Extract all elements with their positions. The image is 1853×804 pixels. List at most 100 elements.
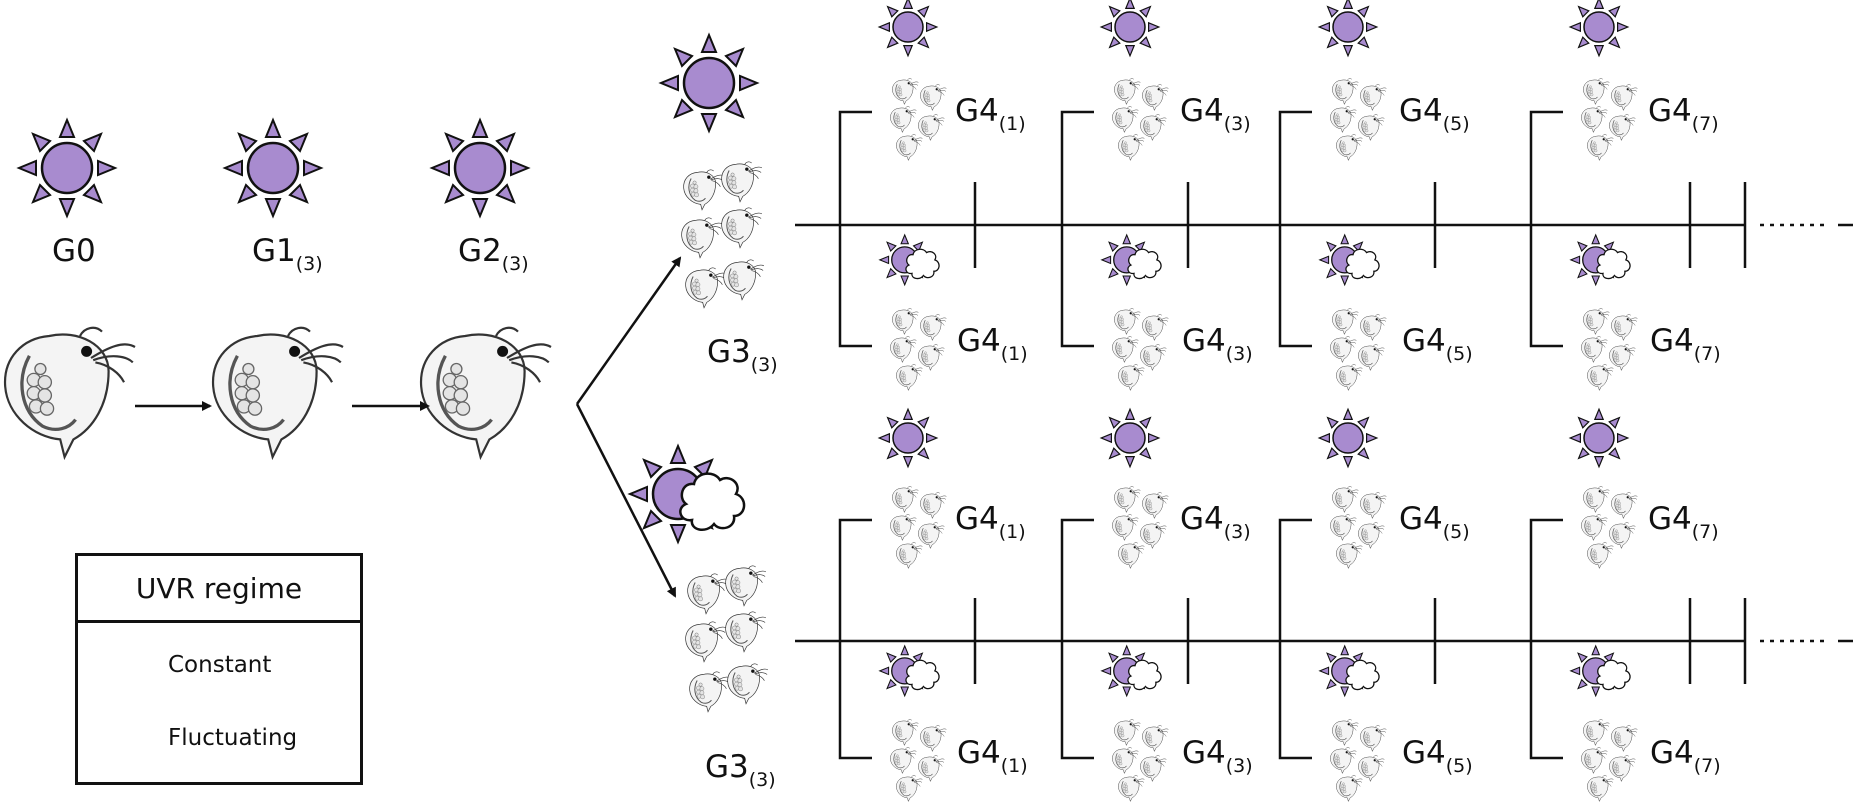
sun-icon	[878, 0, 938, 57]
daphnia-cluster-icon	[1112, 487, 1168, 569]
generation-sub: (7)	[1693, 343, 1721, 365]
generation-main: G4	[1399, 501, 1443, 537]
daphnia-cluster-icon	[890, 720, 946, 802]
g4-label: G4(5)	[1402, 738, 1473, 776]
sun-icon	[430, 118, 530, 218]
g4-label: G4(1)	[955, 96, 1026, 134]
generation-main: G4	[1402, 735, 1446, 771]
generation-main: G4	[1180, 501, 1224, 537]
generation-sub: (1)	[998, 113, 1026, 135]
legend: UVR regime Constant Fluctuating	[75, 553, 363, 785]
timeline-fluctuating	[795, 518, 1853, 760]
generation-sub: (3)	[1225, 755, 1253, 777]
generation-sub: (3)	[501, 253, 529, 275]
generation-main: G4	[1648, 93, 1692, 129]
g4-label: G4(3)	[1180, 504, 1251, 542]
sun-icon	[1100, 408, 1160, 468]
legend-constant-label: Constant	[168, 652, 272, 678]
daphnia-icon	[419, 326, 553, 459]
daphnia-cluster-icon	[1581, 720, 1637, 802]
generation-sub: (3)	[1223, 521, 1251, 543]
daphnia-cluster-icon	[890, 487, 946, 569]
g4-label: G4(7)	[1650, 738, 1721, 776]
g4-label: G4(7)	[1648, 504, 1719, 542]
generation-sub: (7)	[1691, 521, 1719, 543]
sun-behind-cloud-icon	[1320, 646, 1379, 696]
daphnia-cluster-icon	[1112, 720, 1168, 802]
generation-sub: (1)	[998, 521, 1026, 543]
generation-main: G4	[955, 501, 999, 537]
legend-fluctuating-label: Fluctuating	[168, 725, 298, 751]
daphnia-icon	[211, 326, 345, 459]
sun-icon	[223, 118, 323, 218]
daphnia-cluster-icon	[1330, 309, 1386, 391]
generation-main: G4	[1402, 323, 1446, 359]
generation-main: G1	[252, 233, 296, 269]
generation-main: G4	[1650, 735, 1694, 771]
generation-sub: (5)	[1442, 521, 1470, 543]
daphnia-cluster-icon	[1581, 309, 1637, 391]
daphnia-cluster-icon	[1330, 487, 1386, 569]
sun-behind-cloud-icon	[1102, 235, 1161, 285]
generation-main: G4	[1399, 93, 1443, 129]
sun-behind-cloud-icon	[630, 446, 744, 542]
generation-main: G3	[707, 334, 751, 370]
daphnia-cluster-icon	[890, 79, 946, 161]
sun-icon	[1318, 408, 1378, 468]
sun-icon	[17, 118, 117, 218]
generation-label-g3-constant: G3(3)	[707, 337, 778, 375]
sun-behind-cloud-icon	[1102, 646, 1161, 696]
arrow-to-constant-g3	[575, 256, 682, 405]
daphnia-cluster-icon	[686, 566, 768, 712]
sun-behind-cloud-icon	[1320, 235, 1379, 285]
generation-main: G0	[52, 233, 96, 269]
sun-icon	[1569, 408, 1629, 468]
legend-title: UVR regime	[78, 556, 360, 623]
daphnia-cluster-icon	[1581, 79, 1637, 161]
daphnia-cluster-icon	[1330, 79, 1386, 161]
daphnia-cluster-icon	[1112, 79, 1168, 161]
g4-label: G4(7)	[1648, 96, 1719, 134]
daphnia-cluster-icon	[1330, 720, 1386, 802]
generation-sub: (3)	[1225, 343, 1253, 365]
generation-sub: (3)	[295, 253, 323, 275]
sun-behind-cloud-icon	[1571, 235, 1630, 285]
sun-icon	[659, 33, 759, 133]
generation-main: G4	[1180, 93, 1224, 129]
generation-main: G4	[1650, 323, 1694, 359]
generation-sub: (3)	[1223, 113, 1251, 135]
sun-behind-cloud-icon	[880, 235, 939, 285]
daphnia-icon	[3, 326, 137, 459]
generation-main: G4	[1182, 735, 1226, 771]
daphnia-cluster-icon	[890, 309, 946, 391]
generation-sub: (7)	[1691, 113, 1719, 135]
timeline-constant	[795, 110, 1853, 348]
generation-label-g1: G1(3)	[252, 236, 323, 274]
generation-main: G4	[957, 735, 1001, 771]
g4-label: G4(3)	[1182, 738, 1253, 776]
generation-main: G4	[1648, 501, 1692, 537]
sun-icon	[1569, 0, 1629, 57]
sun-behind-cloud-icon	[880, 646, 939, 696]
arrow-to-fluctuating-g3	[575, 403, 677, 598]
generation-sub: (3)	[748, 769, 776, 791]
sun-icon	[878, 408, 938, 468]
daphnia-cluster-icon	[1112, 309, 1168, 391]
g4-label: G4(5)	[1399, 96, 1470, 134]
g4-label: G4(7)	[1650, 326, 1721, 364]
sun-icon	[1100, 0, 1160, 57]
generation-sub: (5)	[1442, 113, 1470, 135]
g4-label: G4(1)	[955, 504, 1026, 542]
generation-sub: (3)	[750, 354, 778, 376]
g4-label: G4(5)	[1399, 504, 1470, 542]
generation-sub: (5)	[1445, 755, 1473, 777]
generation-main: G2	[458, 233, 502, 269]
g4-label: G4(5)	[1402, 326, 1473, 364]
g4-label: G4(1)	[957, 326, 1028, 364]
daphnia-cluster-icon	[1581, 487, 1637, 569]
generation-label-g3-fluctuating: G3(3)	[705, 752, 776, 790]
daphnia-cluster-icon	[682, 162, 764, 308]
generation-sub: (7)	[1693, 755, 1721, 777]
generation-sub: (1)	[1000, 343, 1028, 365]
generation-main: G4	[1182, 323, 1226, 359]
